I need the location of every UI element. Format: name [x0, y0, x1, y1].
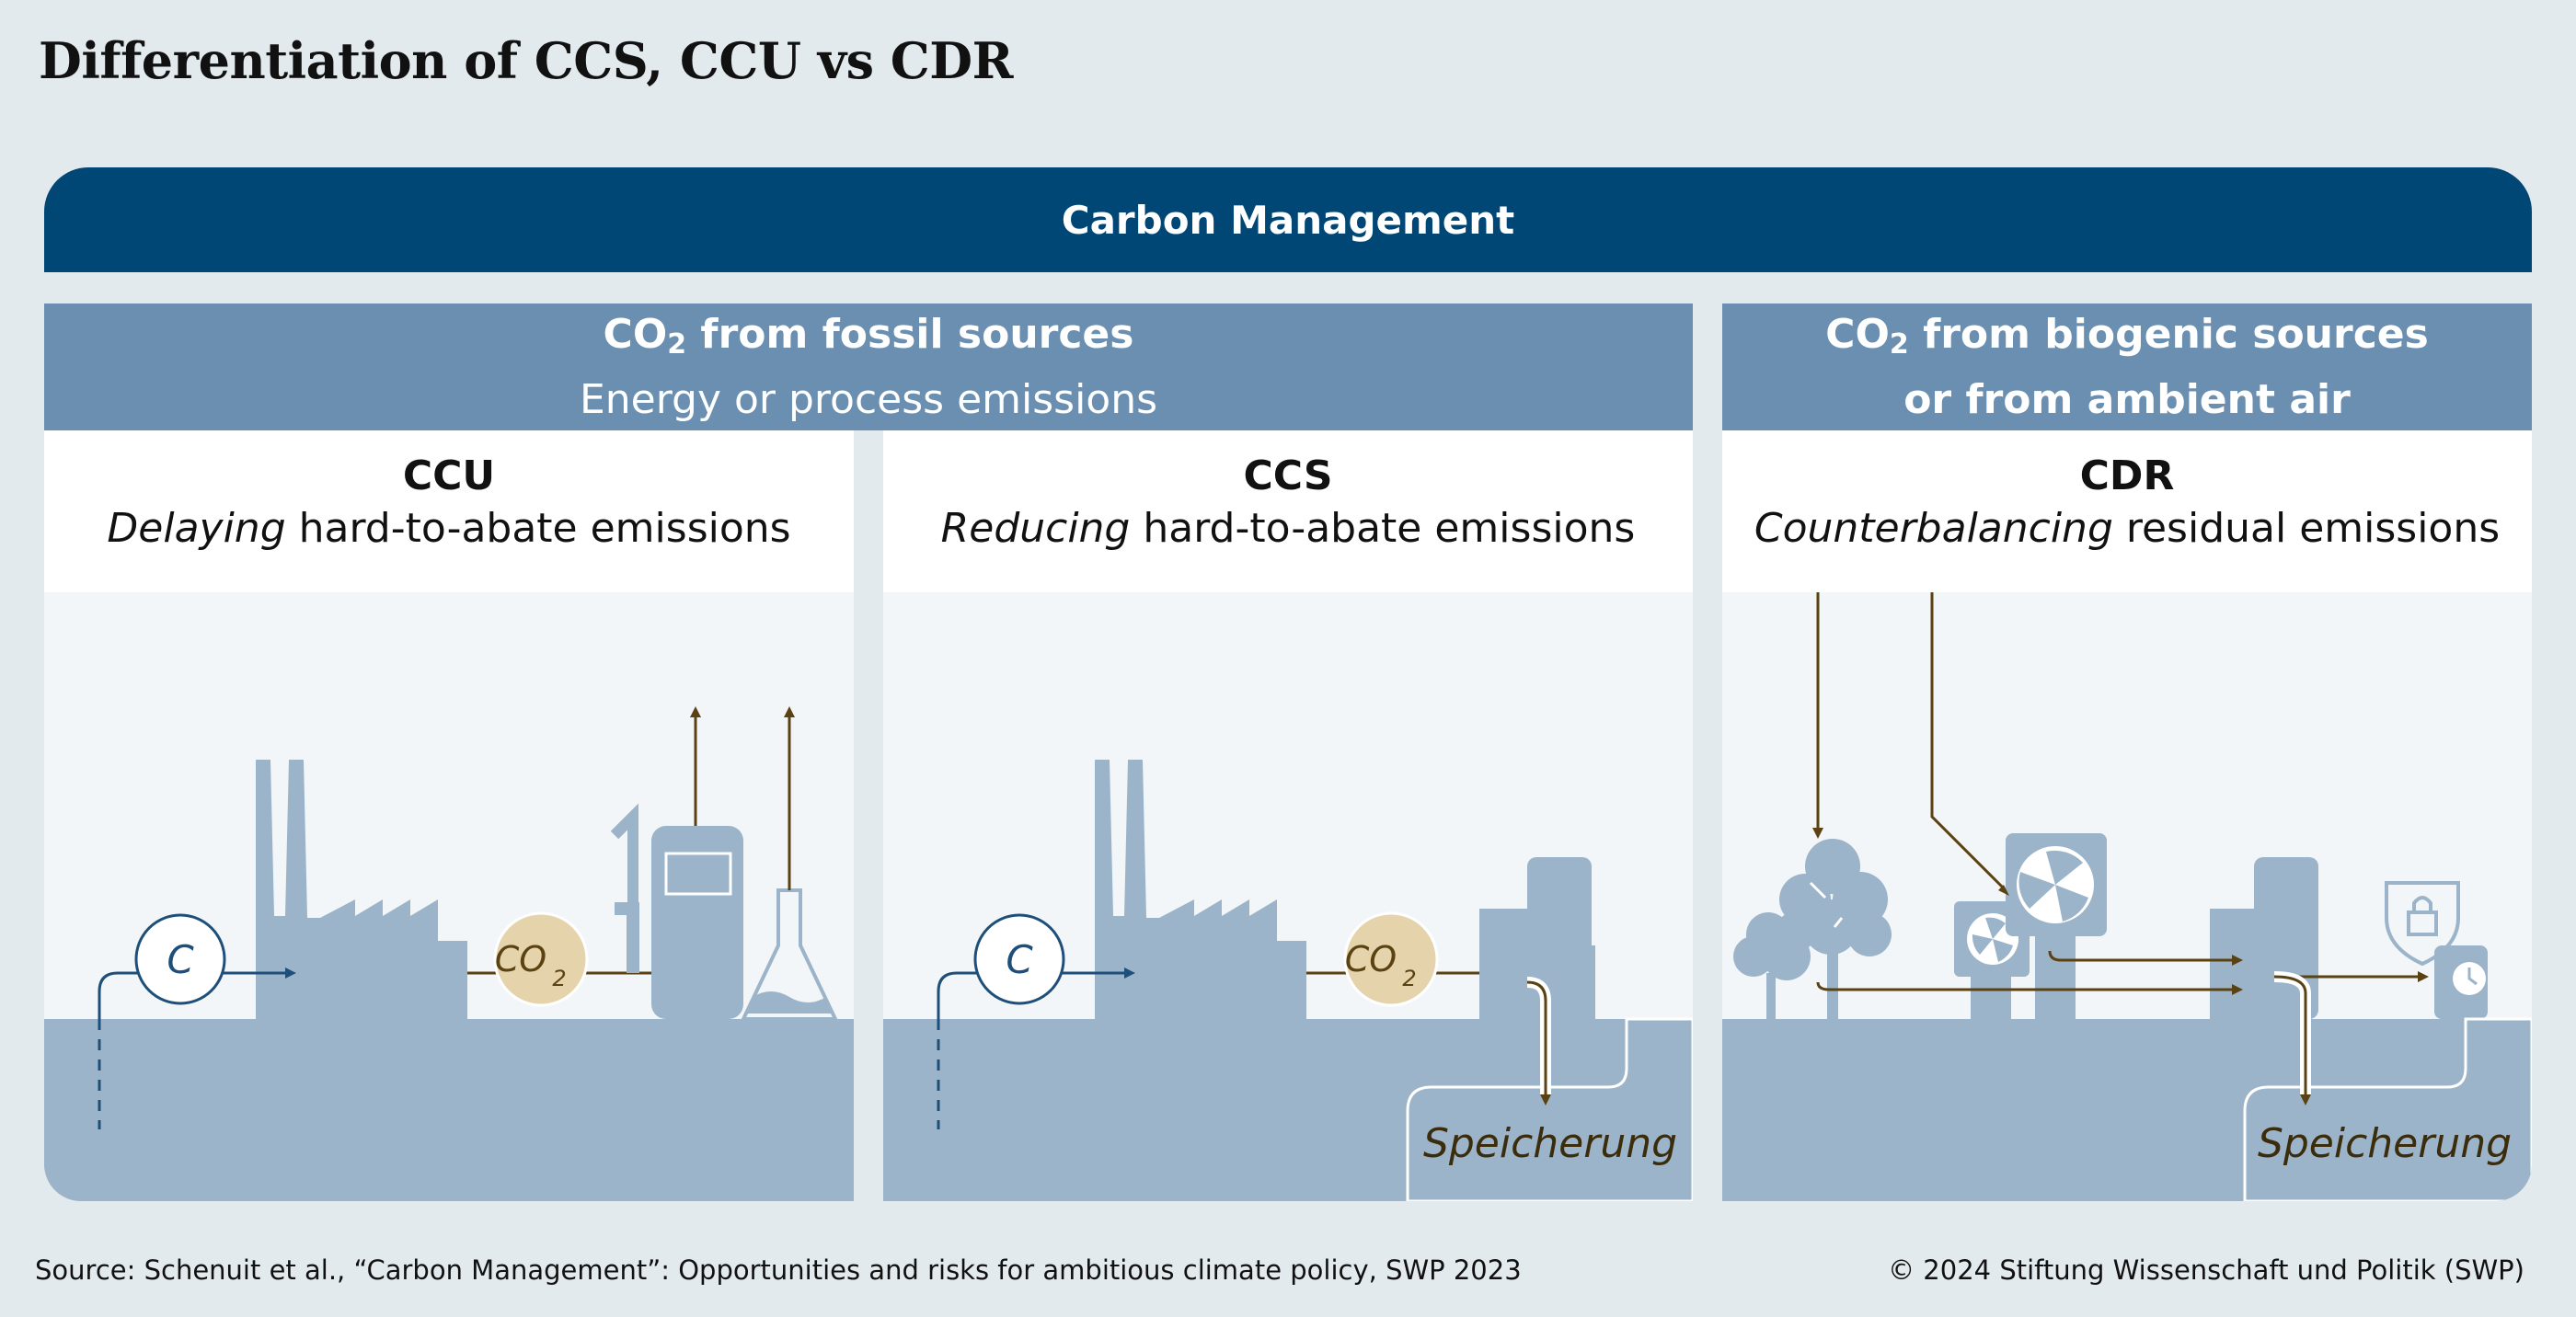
co2-sub-ccs: 2 — [1402, 966, 1416, 991]
cdr-desc-rest: residual emissions — [2112, 505, 2501, 552]
fossil-co2-subscript: 2 — [667, 327, 687, 361]
co2-label-ccs: CO — [1345, 939, 1397, 979]
storage-label-ccs: Speicherung — [1423, 1120, 1677, 1167]
carbon-management-banner: Carbon Management — [44, 167, 2532, 272]
ccu-header: CCU Delaying hard-to-abate emissions — [44, 430, 854, 592]
ccs-illustration: C CO 2 Speicherung — [883, 760, 1693, 1201]
panel-ccu: C CO 2 CO 2 CCU Delaying hard-to-abate e… — [44, 430, 854, 1201]
ccs-desc-italic: Reducing — [940, 505, 1131, 552]
panel-ccs: C CO 2 Speicherung CCS Reducing hard-to-… — [883, 430, 1693, 1201]
cdr-description: Counterbalancing residual emissions — [1722, 505, 2532, 552]
carbon-label-ccu: C — [167, 937, 194, 982]
cdr-header: CDR Counterbalancing residual emissions — [1722, 430, 2532, 592]
co2-sub-ccu: 2 — [552, 966, 566, 991]
carbon-label-ccs: C — [1006, 937, 1033, 982]
category-biogenic-header: CO2 from biogenic sources or from ambien… — [1722, 303, 2532, 430]
ccs-code: CCS — [1243, 452, 1333, 499]
panel-cdr: CO 2 Speicherung CDR Counterbalancing re… — [1722, 430, 2532, 1201]
storage-label-cdr: Speicherung — [2258, 1120, 2512, 1167]
fossil-co2-label: CO — [603, 310, 668, 358]
cdr-code: CDR — [2079, 452, 2175, 499]
source-note: Source: Schenuit et al., “Carbon Managem… — [35, 1254, 1522, 1286]
fossil-subtitle: Energy or process emissions — [579, 375, 1158, 423]
copyright-note: © 2024 Stiftung Wissenschaft und Politik… — [1888, 1254, 2524, 1286]
ccu-desc-rest: hard-to-abate emissions — [285, 505, 791, 552]
page-title: Differentiation of CCS, CCU vs CDR — [39, 31, 1014, 90]
biogenic-title: from biogenic sources — [1908, 310, 2429, 358]
ccu-code: CCU — [402, 452, 496, 499]
co2-label-ccu: CO — [495, 939, 546, 979]
category-fossil-header: CO2 from fossil sources Energy or proces… — [44, 303, 1693, 430]
ccu-description: Delaying hard-to-abate emissions — [44, 505, 854, 552]
ccs-desc-rest: hard-to-abate emissions — [1130, 505, 1636, 552]
ccu-desc-italic: Delaying — [107, 505, 286, 552]
biogenic-co2-subscript: 2 — [1889, 327, 1909, 361]
cdr-desc-italic: Counterbalancing — [1754, 505, 2113, 552]
ccs-header: CCS Reducing hard-to-abate emissions — [883, 430, 1693, 592]
biogenic-co2-label: CO — [1825, 310, 1890, 358]
biogenic-subtitle: or from ambient air — [1903, 375, 2351, 423]
ccs-description: Reducing hard-to-abate emissions — [883, 505, 1693, 552]
fossil-title: from fossil sources — [686, 310, 1134, 358]
